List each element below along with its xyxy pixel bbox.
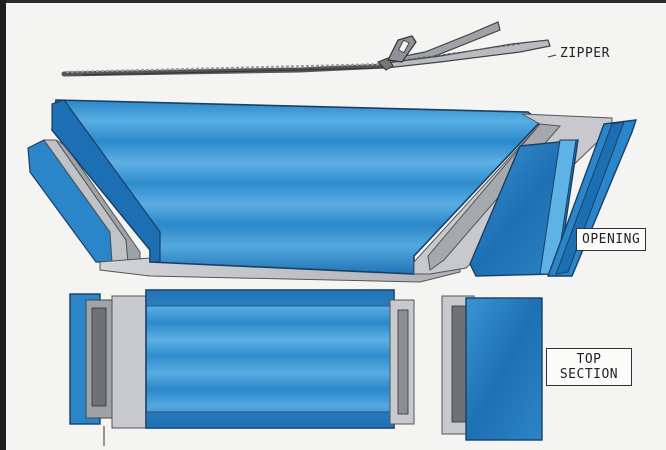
top-section-label-line1: TOP — [549, 352, 629, 367]
top-section-assembly — [70, 290, 542, 446]
opening-label: OPENING — [576, 228, 646, 251]
top-section-label-line2: SECTION — [549, 367, 629, 382]
opening-assembly — [28, 100, 636, 282]
zipper-drawing — [64, 22, 556, 75]
zipper-label: ZIPPER — [560, 46, 610, 61]
top-section-label: TOP SECTION — [546, 348, 632, 386]
